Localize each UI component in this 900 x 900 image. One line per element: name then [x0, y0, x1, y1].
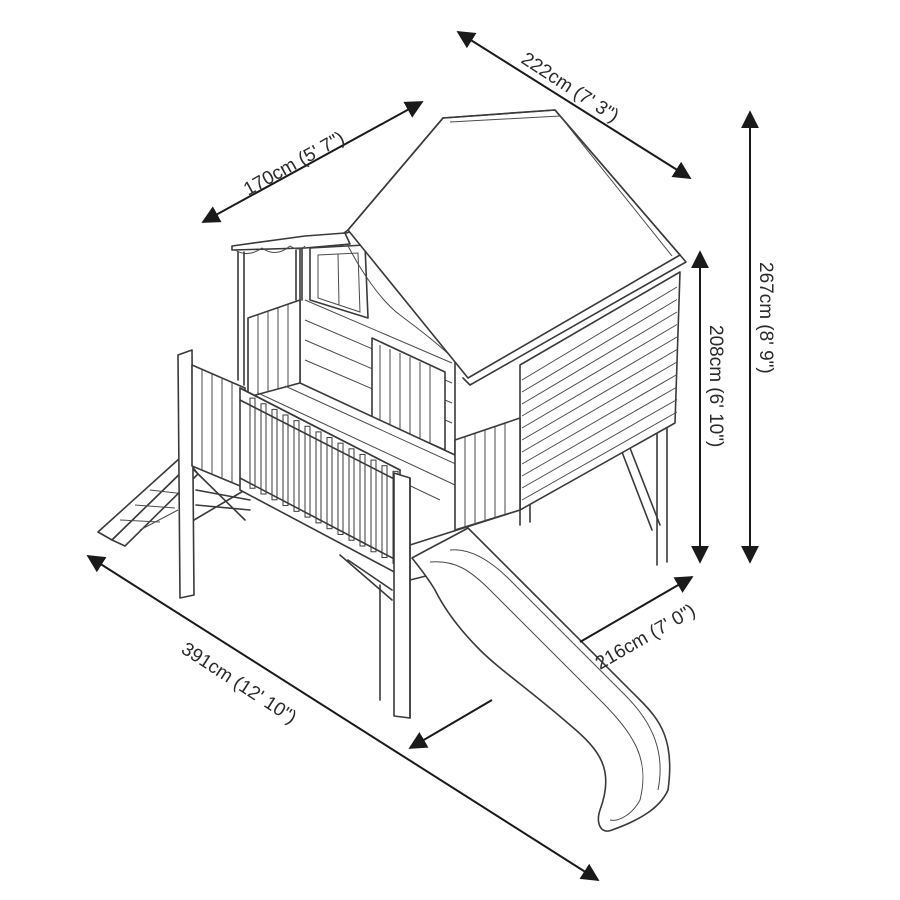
dim-label-eave-height: 208cm (6' 10") — [705, 325, 726, 447]
playhouse-illustration — [97, 109, 687, 832]
veranda-side-railing — [247, 299, 301, 399]
front-corner-post — [393, 472, 411, 719]
house-front-wall — [299, 231, 461, 456]
dim-line-overall-length — [86, 555, 600, 881]
deck-side-railing — [177, 349, 246, 599]
deck-front-railing — [239, 387, 401, 576]
dim-label-slide-width: 216cm (7' 0") — [592, 600, 699, 674]
dim-line-width-top — [201, 101, 424, 223]
dim-label-overall-height: 267cm (8' 9") — [755, 262, 776, 374]
veranda-canopy — [231, 232, 351, 386]
dim-line-slide-width-lower — [408, 699, 493, 749]
dim-line-depth-top — [456, 31, 692, 179]
house-side-wall — [519, 271, 681, 511]
dim-label-width-top: 170cm (5' 7") — [240, 128, 348, 201]
deck-right-railing — [454, 417, 521, 531]
house-window — [309, 244, 369, 319]
